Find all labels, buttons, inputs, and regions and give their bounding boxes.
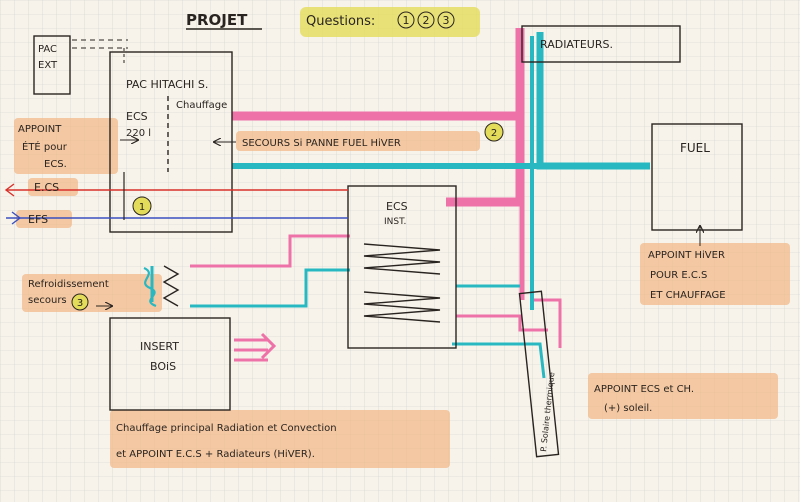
question-badges: 1 2 3 [397,11,455,29]
cooling-coil [143,266,157,308]
ecs-coil-upper [363,243,441,275]
appoint-hiver-line-1: APPOINT HiVER [648,250,725,261]
pac-ext-label-1: PAC [38,44,57,55]
appoint-ecs-line-2: (+) soleil. [604,403,652,414]
refroidissement-line-2: secours [28,295,67,306]
chauffage-principal-line-2: et APPOINT E.C.S + Radiateurs (HiVER). [116,449,315,460]
ecs-line-label: E.CS [34,181,59,194]
appoint-ete-line-3: ECS. [44,159,67,170]
svg-text:2: 2 [423,14,430,27]
ecs-pac-volume: 220 l [126,128,151,139]
svg-text:3: 3 [443,14,450,27]
badge-2-number: 2 [491,128,497,139]
appoint-hiver-line-3: ET CHAUFFAGE [650,290,726,301]
appoint-ecs-highlight [588,373,778,419]
insert-bois-line-1: INSERT [140,340,179,353]
svg-text:1: 1 [403,14,410,27]
appoint-ete-line-2: ÉTÉ pour [22,140,68,153]
ecs-inst-box [347,185,457,349]
fuel-label: FUEL [680,141,710,155]
solaire-panel [518,290,560,458]
pac-ext-box [33,35,71,95]
dashed-links [72,39,128,64]
pac-hitachi-label: PAC HITACHI S. [126,78,208,91]
ecs-inst-label-2: INST. [384,217,406,227]
appoint-hiver-highlight [640,243,790,305]
chauffage-label: Chauffage [176,100,227,111]
badge-1 [132,196,152,216]
page-title: PROJET [186,11,248,29]
ecs-pac-label: ECS [126,110,148,123]
insert-bois-line-2: BOiS [150,360,176,373]
questions-label: Questions: [306,14,375,29]
radiateurs-label: RADIATEURS. [540,38,613,51]
chauffage-principal-line-1: Chauffage principal Radiation et Convect… [116,423,337,434]
questions-highlight [300,7,480,37]
heat-radiation-arrows [234,332,277,362]
refroidissement-line-1: Refroidissement [28,279,109,290]
efs-line-label: EFS [28,213,48,226]
appoint-ecs-line-1: APPOINT ECS et CH. [594,384,694,395]
badge-1-number: 1 [139,202,145,213]
appoint-ete-line-1: APPOINT [18,124,62,135]
appoint-ete-highlight [14,118,118,174]
insert-coil [162,265,180,307]
efs-line-highlight [16,210,72,228]
ecs-efs-lines [4,172,348,225]
badge-3-number: 3 [77,298,83,309]
badge-3 [71,293,89,311]
pac-ext-label-2: EXT [38,60,58,71]
radiateurs-box [521,25,681,63]
ecs-inst-label-1: ECS [386,200,408,213]
ecs-coil-lower [363,291,441,323]
refroidissement-highlight [22,274,162,312]
appoint-hiver-line-2: POUR E.C.S [650,270,707,281]
ecs-line-highlight [28,178,78,196]
secours-fuel-label: SECOURS Si PANNE FUEL HiVER [242,138,401,149]
insert-bois-box [109,317,231,411]
cyan-pipes [150,32,650,379]
badge-2 [484,122,504,142]
secours-highlight [236,131,480,151]
chauffage-principal-highlight [110,410,450,468]
